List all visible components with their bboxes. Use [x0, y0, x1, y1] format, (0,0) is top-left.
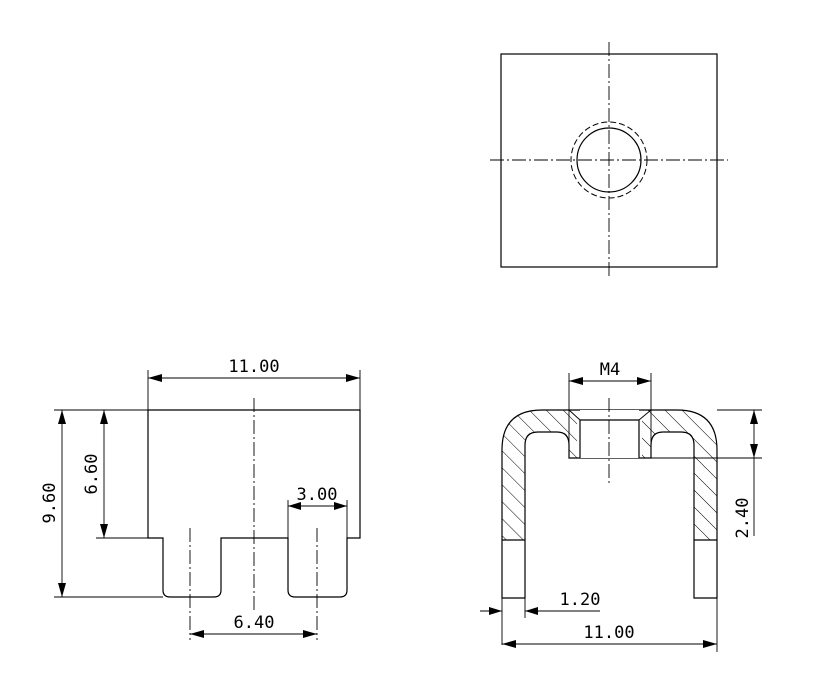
- dim-section-width: 11.00: [502, 598, 718, 652]
- dim-leg-spacing: 6.40: [190, 613, 317, 638]
- dim-front-height-body: 6.60: [82, 410, 148, 539]
- dim-leg-width-text: 3.00: [297, 485, 338, 505]
- top-view: [490, 42, 728, 276]
- dim-wall-thickness: 1.20: [480, 590, 600, 645]
- dim-front-width: 11.00: [147, 357, 361, 410]
- dim-section-width-text: 11.00: [583, 623, 634, 643]
- dim-section-thickness-text: 2.40: [733, 498, 753, 539]
- section-view-hatch-right: [642, 410, 717, 540]
- dim-wall-thickness-text: 1.20: [560, 590, 601, 610]
- dim-leg-width: 3.00: [287, 485, 348, 538]
- dim-thread: M4: [568, 360, 652, 410]
- dim-leg-spacing-text: 6.40: [234, 613, 275, 633]
- dim-front-height-total: 9.60: [40, 409, 163, 598]
- dim-front-width-text: 11.00: [228, 357, 279, 377]
- front-view: 11.00 9.60 6.60 3.00: [40, 357, 361, 640]
- section-view-thread-bore: [580, 410, 639, 458]
- dim-thread-text: M4: [600, 360, 620, 380]
- dim-front-height-body-text: 6.60: [82, 454, 102, 495]
- dim-section-thickness: 2.40: [651, 409, 762, 539]
- section-view: M4 2.40 1.20 11.00: [480, 360, 762, 652]
- section-view-hatch-left: [502, 410, 577, 540]
- dim-front-height-total-text: 9.60: [40, 483, 60, 524]
